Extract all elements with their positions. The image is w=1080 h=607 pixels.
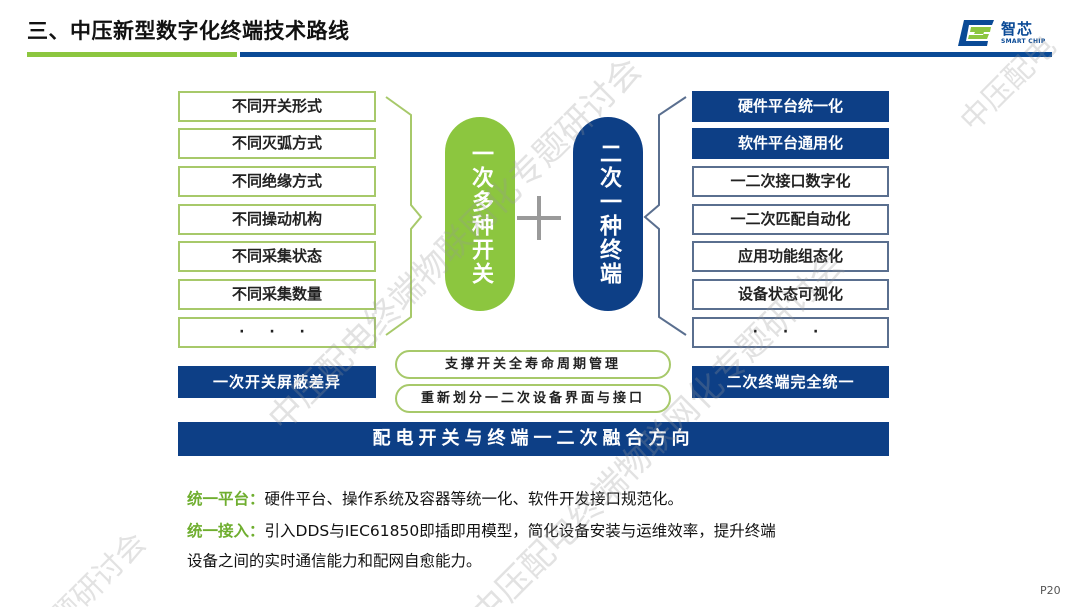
right-item: 一二次匹配自动化 [692,204,889,235]
right-item: 设备状态可视化 [692,279,889,310]
left-summary-box: 一次开关屏蔽差异 [178,366,376,398]
paragraph-text: 硬件平台、操作系统及容器等统一化、软件开发接口规范化。 [264,490,684,508]
primary-switches-pill: 一次多种开关 [445,117,515,311]
left-item: 不同绝缘方式 [178,166,376,197]
left-item: 不同采集数量 [178,279,376,310]
logo-english-text: SMART CHIP [1001,38,1046,45]
left-item: 不同采集状态 [178,241,376,272]
right-item-ellipsis: · · · [692,317,889,348]
left-item: 不同操动机构 [178,204,376,235]
smartchip-s-logo-icon [958,20,994,46]
paragraph-text: 引入DDS与IEC61850即插即用模型，简化设备安装与运维效率，提升终端 [264,522,776,540]
right-item-filled: 硬件平台统一化 [692,91,889,122]
company-logo: 智芯 SMART CHIP [958,18,1058,50]
secondary-terminal-pill: 二次一种终端 [573,117,643,311]
page-title: 三、中压新型数字化终端技术路线 [27,19,350,43]
right-brace-icon [643,96,687,336]
paragraph-key: 统一平台： [187,490,265,508]
paragraph-key: 统一接入： [187,522,265,540]
left-item: 不同灭弧方式 [178,128,376,159]
watermark: 题研讨会 [43,525,154,607]
right-item: 应用功能组态化 [692,241,889,272]
right-item: 一二次接口数字化 [692,166,889,197]
left-item-ellipsis: · · · [178,317,376,348]
paragraph-unified-access: 统一接入：引入DDS与IEC61850即插即用模型，简化设备安装与运维效率，提升… [187,521,776,541]
paragraph-continuation: 设备之间的实时通信能力和配网自愈能力。 [187,551,482,571]
right-item-filled: 软件平台通用化 [692,128,889,159]
right-summary-box: 二次终端完全统一 [692,366,889,398]
interface-pill: 重新划分一二次设备界面与接口 [395,384,671,413]
paragraph-unified-platform: 统一平台：硬件平台、操作系统及容器等统一化、软件开发接口规范化。 [187,489,683,509]
fusion-direction-bar: 配电开关与终端一二次融合方向 [178,422,889,456]
plus-icon [517,196,561,240]
left-brace-icon [385,96,423,336]
page-number: P20 [1040,584,1061,597]
left-item: 不同开关形式 [178,91,376,122]
logo-chinese-text: 智芯 [1001,20,1034,38]
title-underline-green [27,52,237,57]
title-underline-blue [240,52,1052,57]
lifecycle-pill: 支撑开关全寿命周期管理 [395,350,671,379]
paragraph-text: 设备之间的实时通信能力和配网自愈能力。 [187,552,482,570]
